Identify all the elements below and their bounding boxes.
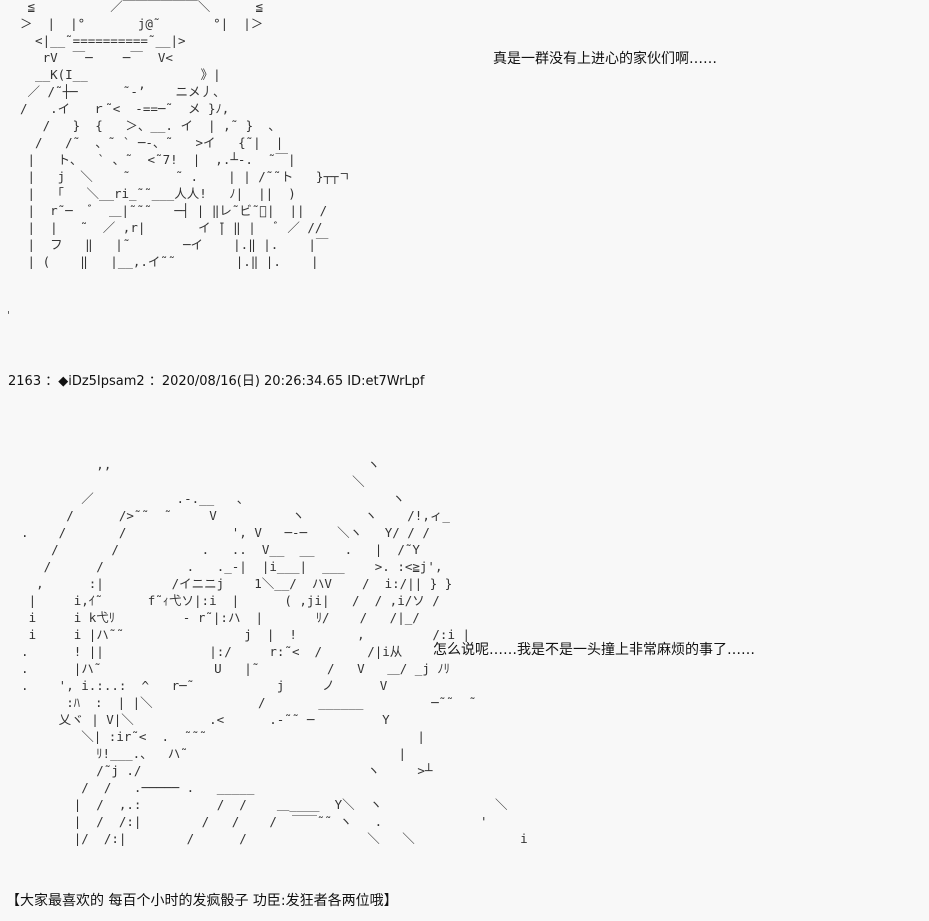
ascii-art-bottom-figure: ,, ヽ ＼ ／ .‐.__ 、 ヽ / />˜˜ ˜ V ヽ ヽ /!,ィ_ …	[21, 457, 528, 846]
dialogue-line-1: 真是一群没有上进心的家伙们啊……	[493, 51, 717, 67]
page-caption: 【大家最喜欢的 每百个小时的发疯骰子 功臣:发狂者各两位哦】	[6, 893, 398, 909]
stray-mark: '	[7, 309, 11, 322]
dialogue-line-2: 怎么说呢……我是不是一头撞上非常麻烦的事了……	[433, 642, 755, 658]
ascii-art-top-figure: ≦ ／￣￣￣￣￣￣＼ ≦ ＞ | |° j@˜ °| |＞ <|__˜=====…	[20, 0, 350, 269]
post-header: 2163 ：◆iDz5Ipsam2 ：2020/08/16(日) 20:26:3…	[8, 374, 425, 389]
